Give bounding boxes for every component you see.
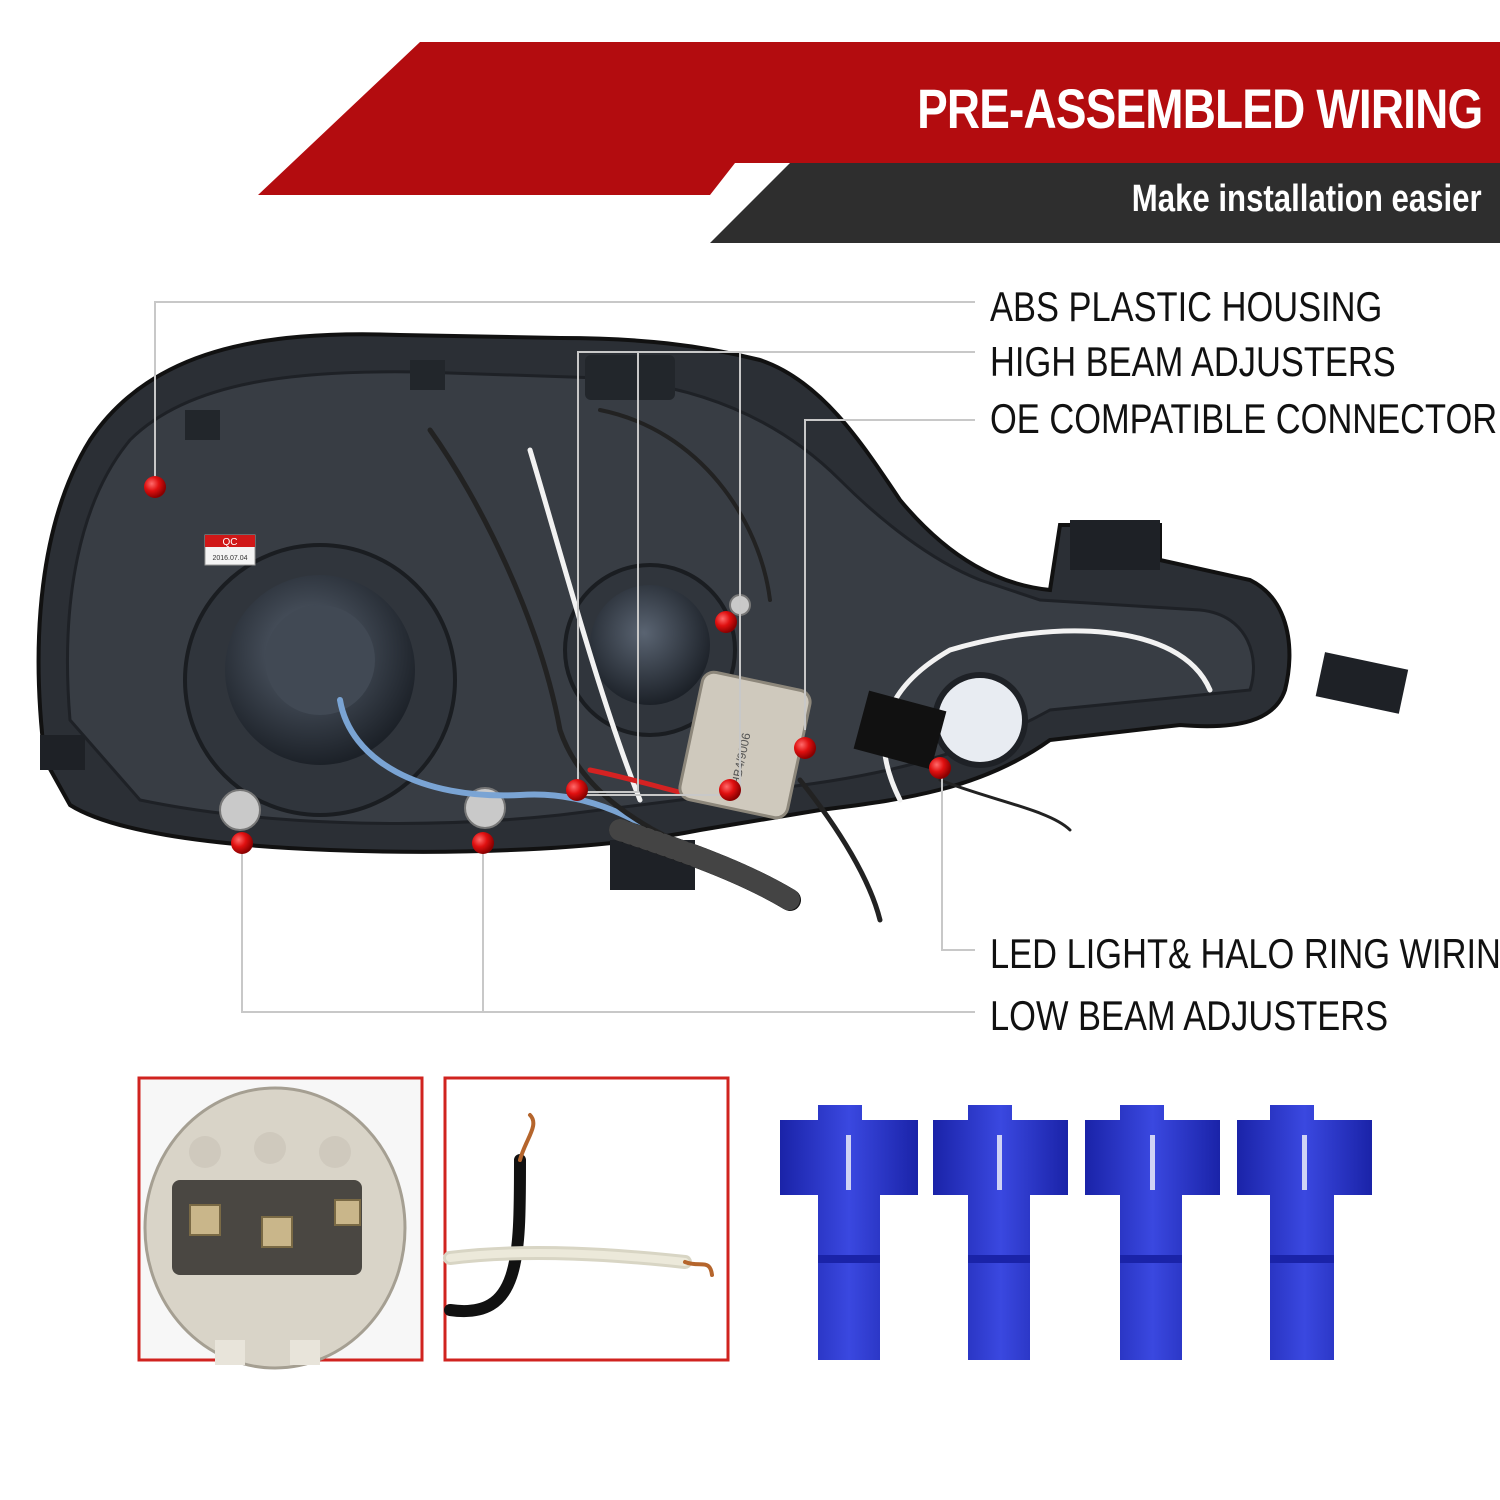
qc-sticker: QC 2016.07.04 — [204, 534, 256, 566]
wire-taps — [780, 1105, 1372, 1360]
banner-title: PRE-ASSEMBLED WIRING — [916, 77, 1483, 140]
callout-markers — [144, 476, 951, 854]
callout-low-beam-adjusters: LOW BEAM ADJUSTERS — [990, 992, 1389, 1039]
wire-tap-4 — [1237, 1105, 1372, 1360]
oe-connector: HB4/9006 — [678, 670, 812, 820]
marker-low-beam-right — [472, 832, 494, 854]
wiring-harness — [337, 408, 1213, 923]
halo-driver-box — [853, 690, 947, 770]
wire-tap-3 — [1085, 1105, 1220, 1360]
marker-low-beam-left — [231, 832, 253, 854]
marker-halo-3 — [929, 757, 951, 779]
callout-oe-compatible-connector: OE COMPATIBLE CONNECTOR — [990, 395, 1498, 442]
wire-tap-2 — [933, 1105, 1068, 1360]
wire-inset — [443, 1076, 730, 1362]
marker-housing — [144, 476, 166, 498]
callout-high-beam-adjusters: HIGH BEAM ADJUSTERS — [990, 338, 1396, 385]
red-banner-shape — [258, 42, 1500, 195]
qc-sticker-date: 2016.07.04 — [212, 555, 247, 562]
marker-halo-2 — [719, 779, 741, 801]
callout-abs-plastic-housing: ABS PLASTIC HOUSING — [990, 283, 1383, 330]
callout-leader-lines — [154, 301, 975, 1013]
low-beam-adjuster-left — [219, 789, 261, 831]
callout-led-halo-wiring: LED LIGHT& HALO RING WIRING — [990, 930, 1500, 977]
banner-subtitle: Make installation easier — [1132, 178, 1482, 220]
wire-tap-1 — [780, 1105, 918, 1360]
halo-wire-icon — [443, 1113, 714, 1318]
qc-sticker-text: QC — [223, 537, 238, 548]
marker-connector — [794, 737, 816, 759]
marker-halo-1 — [566, 779, 588, 801]
marker-high-beam — [715, 611, 737, 633]
halo-window — [932, 672, 1028, 768]
dark-banner-shape — [710, 163, 1500, 243]
oe-connector-icon — [143, 1086, 407, 1370]
connector-inset — [137, 1076, 424, 1370]
high-beam-cap — [563, 563, 737, 737]
low-beam-cap — [183, 543, 457, 817]
